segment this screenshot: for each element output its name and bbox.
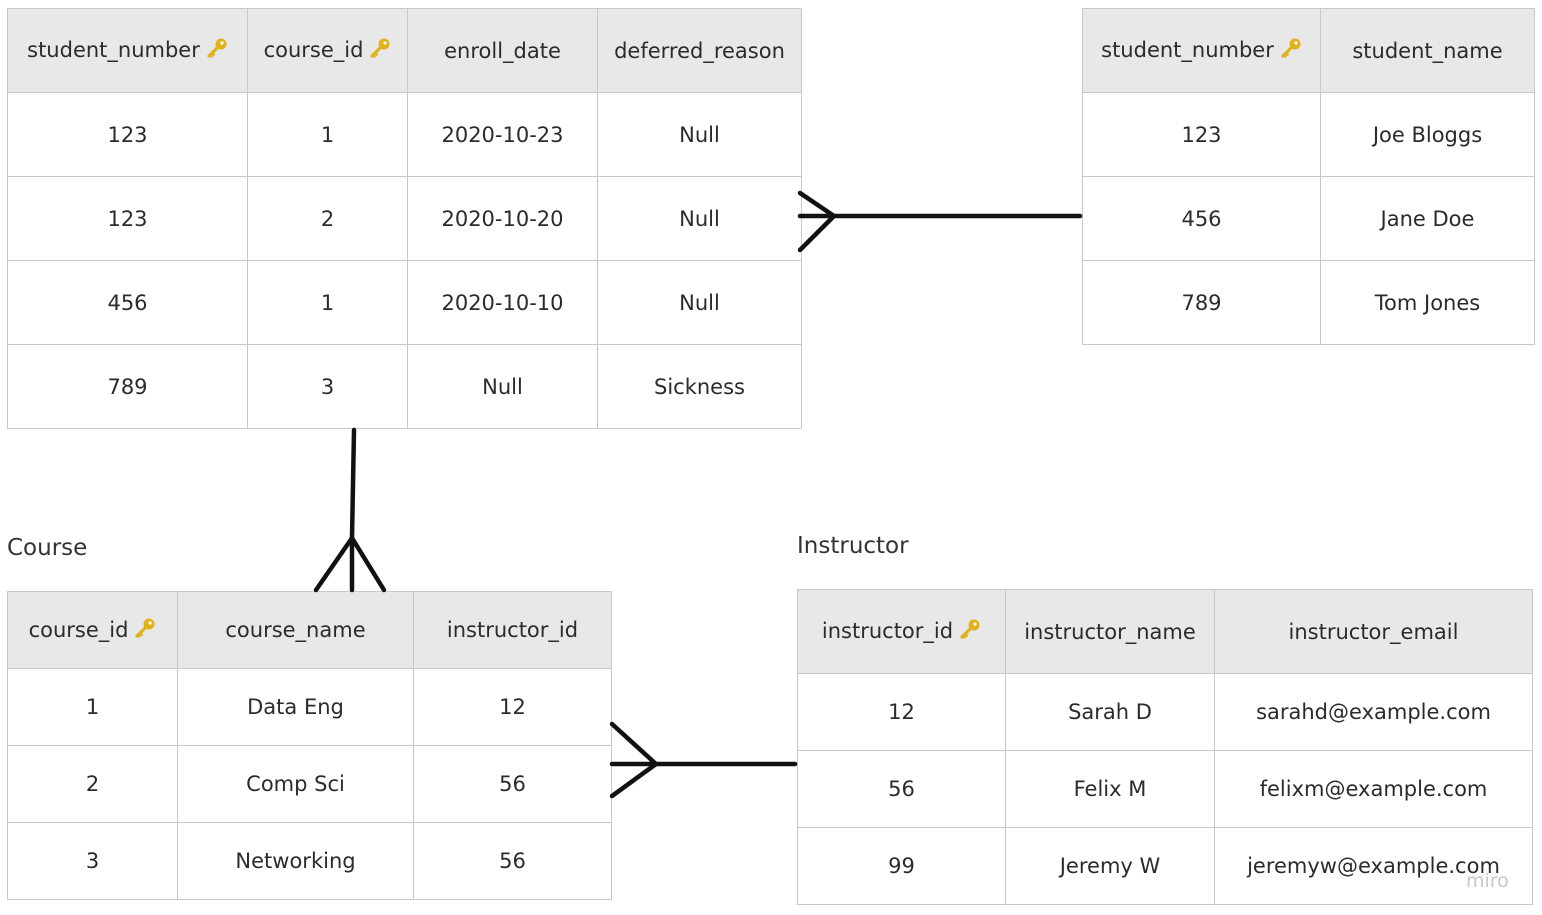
table-cell: 123 [1082,92,1321,177]
table-cell: felixm@example.com [1214,750,1533,828]
table-row: 1 Data Eng 12 [7,668,612,746]
course-header-course-id: course_id [7,591,178,669]
enrollment-header-course-id: course_id [247,8,408,93]
table-cell: 2020-10-10 [407,260,598,345]
table-row: 123 1 2020-10-23 Null [7,92,802,177]
student-header-student-number: student_number [1082,8,1321,93]
enrollment-table: student_number course_id enroll_date def… [7,8,802,429]
crows-foot-lower-prong [609,761,659,799]
enrollment-header-deferred-reason: deferred_reason [597,8,802,93]
student-header-student-name: student_name [1320,8,1535,93]
crows-foot-lower-prong [797,213,837,253]
table-cell: Jane Doe [1320,176,1535,261]
table-cell: Null [407,344,598,429]
table-row: 456 Jane Doe [1082,176,1535,261]
course-instructor-relationship [609,721,798,799]
enrollment-course-relationship [313,427,387,593]
table-cell: Felix M [1005,750,1215,828]
table-cell: Jeremy W [1005,827,1215,905]
relationship-line [349,427,357,541]
key-icon [134,617,156,644]
table-row: 99 Jeremy W jeremyw@example.com [797,827,1533,905]
table-cell: 1 [247,260,408,345]
instructor-header-instructor-id: instructor_id [797,589,1006,674]
table-row: 789 3 Null Sickness [7,344,802,429]
table-cell: 123 [7,92,248,177]
table-row: 123 2 2020-10-20 Null [7,176,802,261]
table-cell: Null [597,176,802,261]
table-cell: 2 [247,176,408,261]
table-cell: 1 [7,668,178,746]
table-row: 2 Comp Sci 56 [7,745,612,823]
course-table-title: Course [7,535,88,561]
crows-foot-upper-prong [609,721,659,767]
table-cell: Sickness [597,344,802,429]
enrollment-student-relationship [797,190,1083,253]
table-cell: 12 [413,668,612,746]
student-table: student_number student_name 123 Joe Blog… [1082,8,1535,345]
table-cell: Null [597,92,802,177]
key-icon [206,37,228,64]
enrollment-header-enroll-date: enroll_date [407,8,598,93]
table-cell: Joe Bloggs [1320,92,1535,177]
table-cell: 456 [1082,176,1321,261]
table-cell: jeremyw@example.com [1214,827,1533,905]
table-cell: 2020-10-20 [407,176,598,261]
instructor-header-instructor-name: instructor_name [1005,589,1215,674]
course-header-instructor-id: instructor_id [413,591,612,669]
table-cell: Networking [177,822,414,900]
crows-foot-left-prong [313,535,355,593]
table-cell: 123 [7,176,248,261]
instructor-header-instructor-email: instructor_email [1214,589,1533,674]
course-header-course-name: course_name [177,591,414,669]
table-row: 123 Joe Bloggs [1082,92,1535,177]
table-cell: 3 [7,822,178,900]
table-cell: 3 [247,344,408,429]
miro-watermark: miro [1466,870,1509,892]
enrollment-header-student-number: student_number [7,8,248,93]
key-icon [1280,37,1302,64]
key-icon [959,618,981,645]
table-row: 456 1 2020-10-10 Null [7,260,802,345]
table-cell: Data Eng [177,668,414,746]
course-table: course_id course_name instructor_id 1 Da… [7,591,612,900]
table-cell: 12 [797,673,1006,751]
table-cell: 56 [413,822,612,900]
table-row: 56 Felix M felixm@example.com [797,750,1533,828]
table-row: 3 Networking 56 [7,822,612,900]
table-cell: 99 [797,827,1006,905]
table-cell: Sarah D [1005,673,1215,751]
table-cell: 56 [797,750,1006,828]
instructor-table-title: Instructor [797,533,909,559]
instructor-table: instructor_id instructor_name instructor… [797,589,1533,905]
table-row: 789 Tom Jones [1082,260,1535,345]
crows-foot-right-prong [349,535,387,593]
crows-foot-upper-prong [797,190,837,219]
table-cell: 1 [247,92,408,177]
table-cell: 2 [7,745,178,823]
key-icon [369,37,391,64]
table-cell: 456 [7,260,248,345]
table-cell: 789 [1082,260,1321,345]
table-cell: Tom Jones [1320,260,1535,345]
